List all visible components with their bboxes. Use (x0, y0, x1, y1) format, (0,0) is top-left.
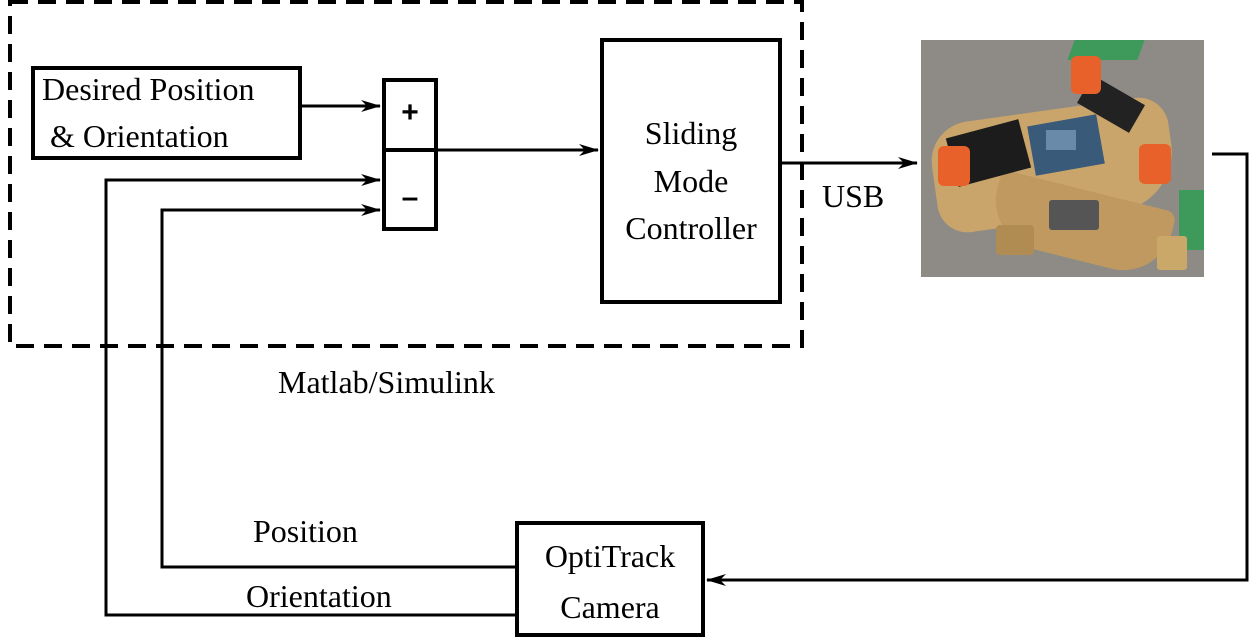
desired-block-line1: Desired Position (42, 71, 255, 107)
camera-block-box (515, 521, 705, 637)
orientation-feedback-arrow (104, 174, 517, 617)
position-label: Position (253, 513, 358, 549)
desired-block-line2: & Orientation (50, 118, 229, 154)
position-feedback-arrow (160, 204, 517, 569)
camera-line2: Camera (560, 589, 660, 625)
desired-block-box (31, 66, 302, 160)
matlab-simulink-label: Matlab/Simulink (278, 364, 495, 400)
controller-line2: Mode (653, 163, 729, 199)
orientation-label: Orientation (246, 578, 392, 614)
robot-photo (921, 40, 1204, 277)
controller-block-box (600, 38, 782, 304)
summing-block-box (382, 78, 438, 231)
sum-plus-sign: + (401, 96, 419, 129)
matlab-simulink-region (8, 0, 804, 348)
usb-label: USB (822, 178, 885, 214)
controller-line3: Controller (625, 210, 757, 246)
sum-minus-sign: – (401, 181, 419, 214)
camera-line1: OptiTrack (544, 538, 676, 574)
controller-line1: Sliding (644, 115, 738, 151)
robot-to-camera-arrow (706, 152, 1249, 586)
